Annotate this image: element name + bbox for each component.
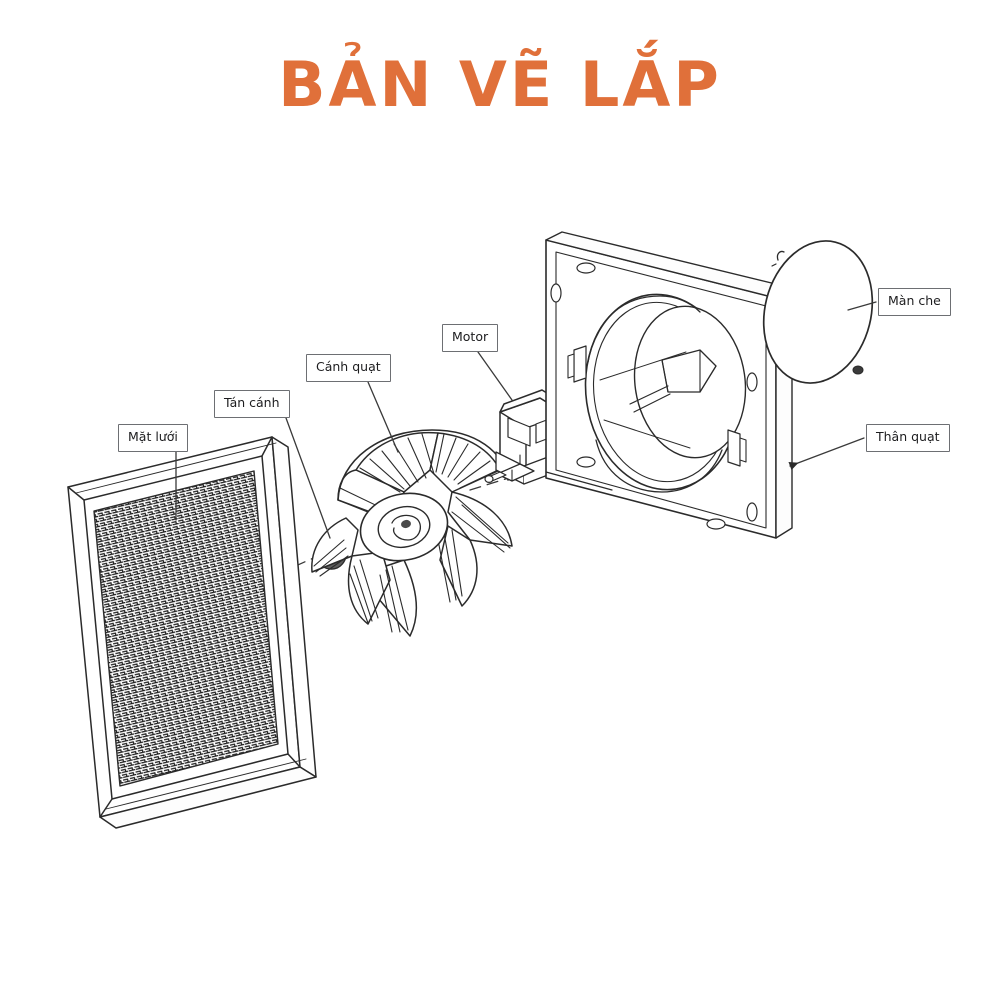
callout-motor[interactable]: Motor <box>442 324 499 352</box>
callout-canh-quat[interactable]: Cánh quạt <box>306 354 391 382</box>
leader-man-che <box>847 301 877 311</box>
leader-tan-canh <box>285 417 331 539</box>
part-fan-body <box>545 231 793 539</box>
callout-than-quat[interactable]: Thân quạt <box>866 424 950 452</box>
leader-motor <box>477 351 513 401</box>
part-cover-flap <box>762 240 874 384</box>
page-title: BẢN VẼ LẮP <box>278 48 722 121</box>
callout-tan-canh[interactable]: Tán cánh <box>214 390 290 418</box>
callout-mat-luoi[interactable]: Mặt lưới <box>118 424 188 452</box>
callout-man-che[interactable]: Màn che <box>878 288 951 316</box>
leader-than-quat <box>788 437 865 471</box>
leader-lines <box>175 301 877 539</box>
leader-canh-quat <box>367 381 399 453</box>
part-mesh-grille <box>67 436 317 829</box>
part-fan-impeller <box>311 429 513 637</box>
